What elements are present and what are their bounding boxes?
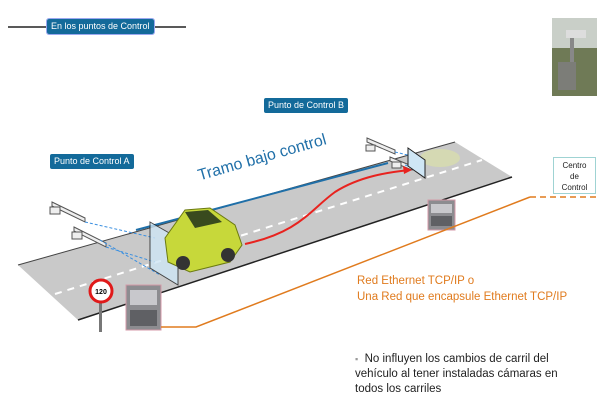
label-punto-control-a: Punto de Control A	[50, 154, 134, 169]
note-text: No influyen los cambios de carril del ve…	[355, 353, 558, 395]
camera-pole-photo	[552, 18, 597, 96]
section-header: En los puntos de Control	[46, 18, 155, 35]
speed-limit-value: 120	[95, 289, 107, 296]
speed-limit-sign	[88, 278, 114, 332]
network-label-line-1: Red Ethernet TCP/IP o	[357, 275, 475, 287]
label-punto-control-b: Punto de Control B	[264, 98, 349, 113]
network-label-line-2: Una Red que encapsule Ethernet TCP/IP	[357, 291, 568, 303]
network-link	[161, 196, 531, 328]
bullet-icon: ▪	[355, 354, 359, 364]
centro-line-1: Centro	[562, 161, 587, 170]
road	[18, 142, 512, 320]
centro-line-2: de	[570, 172, 579, 181]
capture-plane-b	[407, 147, 426, 179]
car-b	[420, 149, 460, 167]
tramo-line	[135, 162, 389, 231]
arrow-head-icon	[403, 166, 412, 174]
camera-beams-a	[84, 221, 161, 276]
centro-line-3: Control	[561, 183, 588, 192]
car-a	[164, 207, 243, 273]
control-cabinet-b	[427, 199, 456, 231]
control-cabinet-a	[125, 284, 162, 331]
note-bullet: ▪ No influyen los cambios de carril del …	[355, 352, 570, 397]
camera-gantry-b	[365, 137, 413, 171]
centro-de-control-box: Centro de Control	[553, 157, 596, 194]
lane-change-path	[244, 169, 411, 245]
lane-divider	[54, 159, 483, 295]
